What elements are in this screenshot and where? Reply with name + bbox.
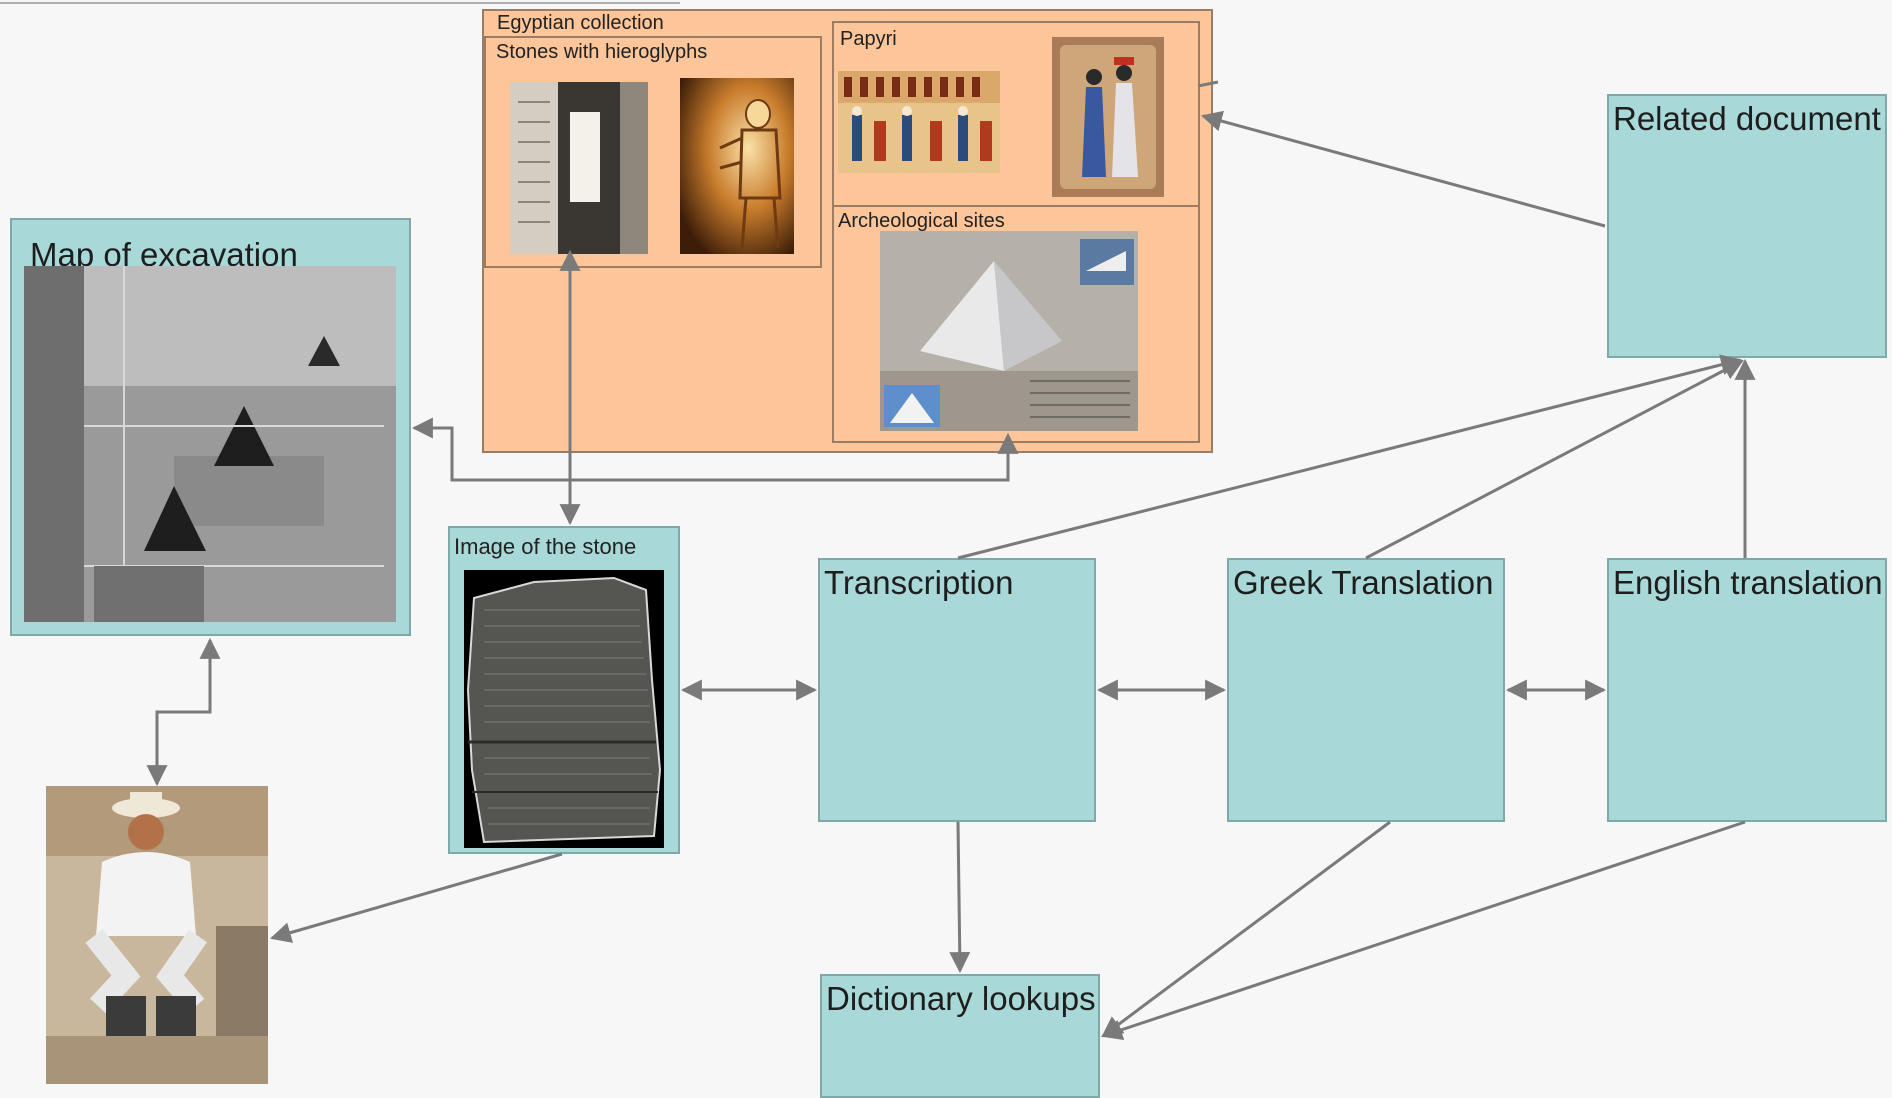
hieroglyph-stone-photo-2[interactable] [680,78,794,254]
sites-label: Archeological sites [838,210,1005,232]
papyrus-figures-image[interactable] [1052,37,1164,197]
pyramid-aerial-image[interactable] [880,231,1138,431]
transcription-box[interactable]: Transcription [818,558,1096,822]
top-rule [0,2,680,4]
archeological-sites-group[interactable]: Archeological sites [832,205,1200,443]
transcription-title: Transcription [824,564,1014,601]
egyptian-collection[interactable]: Egyptian collection Stones with hierogly… [482,9,1213,453]
egyptian-collection-label: Egyptian collection [497,12,664,34]
papyrus-scroll-image[interactable] [838,71,1000,173]
connector-related-to-collection [1200,110,1606,228]
connector-stone-image-to-photo [269,852,563,943]
dictionary-lookups-box[interactable]: Dictionary lookups [820,974,1100,1098]
papyri-group[interactable]: Papyri [832,21,1200,207]
connector-greek-to-dictionary [1101,820,1391,1038]
connector-greek-to-related [1365,359,1744,560]
greek-translation-box[interactable]: Greek Translation [1227,558,1505,822]
connector-english-to-dictionary [1101,820,1746,1040]
stones-with-hieroglyphs-group[interactable]: Stones with hieroglyphs [484,36,822,268]
papyri-label: Papyri [840,28,897,50]
dictionary-lookups-title: Dictionary lookups [826,980,1096,1017]
english-translation-box[interactable]: English translation [1607,558,1887,822]
image-of-the-stone-title: Image of the stone [454,534,637,559]
stones-label: Stones with hieroglyphs [496,41,708,63]
map-of-excavation-box[interactable]: Map of excavation [10,218,411,636]
hieroglyph-stone-photo-1[interactable] [510,82,648,254]
english-translation-title: English translation [1613,564,1883,601]
rosetta-stone-photo[interactable] [464,570,664,848]
greek-translation-title: Greek Translation [1233,564,1494,601]
connector-map-to-photo [146,637,221,787]
archaeologist-photo[interactable] [46,786,268,1084]
connector-transcription-to-dictionary [949,821,971,974]
image-of-the-stone-box[interactable]: Image of the stone [448,526,680,854]
excavation-aerial-photo[interactable] [24,266,396,622]
map-of-excavation-title: Map of excavation [30,236,298,273]
related-document-title: Related document [1613,100,1881,137]
related-document-box[interactable]: Related document [1607,94,1887,358]
